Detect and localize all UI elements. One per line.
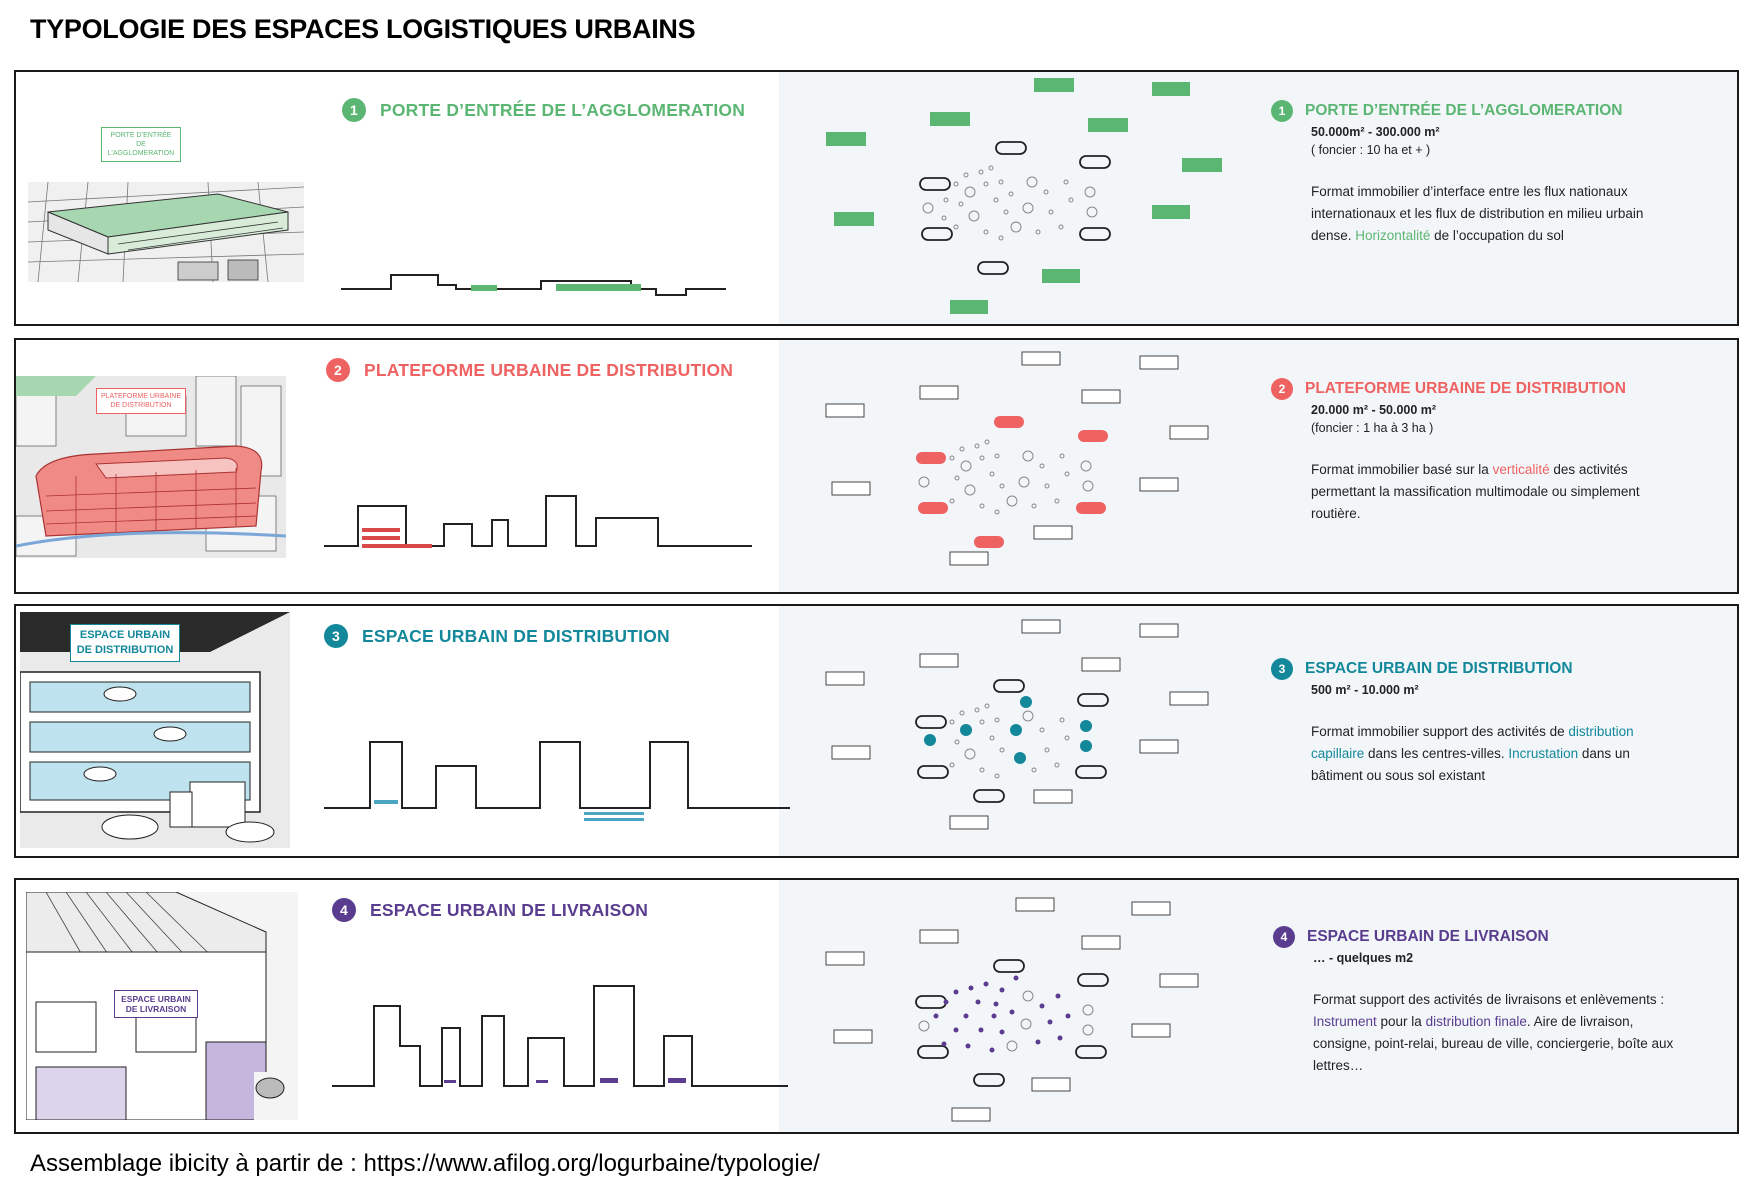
- heading-text: PORTE D’ENTRÉE DE L’AGGLOMERATION: [380, 99, 746, 120]
- typology-row-3: ESPACE URBAIN DE DISTRIBUTION 3 ESPACE U…: [14, 604, 1739, 858]
- network-pane: [779, 340, 1737, 592]
- network-pane: [779, 606, 1737, 856]
- number-badge: 2: [1271, 378, 1293, 400]
- info-title: ESPACE URBAIN DE DISTRIBUTION: [1305, 660, 1573, 677]
- skyline-profile: [341, 274, 726, 296]
- number-badge: 3: [324, 624, 348, 648]
- info-block: 2 PLATEFORME URBAINE DE DISTRIBUTION 20.…: [1271, 378, 1681, 525]
- land-range: ( foncier : 10 ha et + ): [1311, 143, 1431, 157]
- row-heading: 1 PORTE D’ENTRÉE DE L’AGGLOMERATION: [342, 98, 745, 122]
- row-heading: 4 ESPACE URBAIN DE LIVRAISON: [332, 898, 648, 922]
- number-badge: 1: [342, 98, 366, 122]
- network-diagram: [825, 897, 1199, 1122]
- row-heading: 2 PLATEFORME URBAINE DE DISTRIBUTION: [326, 358, 733, 382]
- number-badge: 1: [1271, 100, 1293, 122]
- illustration-storefront: [26, 892, 298, 1120]
- network-diagram: [825, 351, 1209, 566]
- heading-text: PLATEFORME URBAINE DE DISTRIBUTION: [364, 359, 734, 380]
- description: Format immobilier d’interface entre les …: [1311, 184, 1644, 243]
- row-heading: 3 ESPACE URBAIN DE DISTRIBUTION: [324, 624, 670, 648]
- skyline-profile: [324, 495, 752, 548]
- land-range: (foncier : 1 ha à 3 ha ): [1311, 421, 1434, 435]
- illustration-warehouse: [28, 182, 304, 282]
- satellite-nodes: [825, 897, 1199, 1122]
- illustration-label: ESPACE URBAIN DE LIVRAISON: [114, 990, 198, 1018]
- info-title: PLATEFORME URBAINE DE DISTRIBUTION: [1305, 380, 1626, 397]
- number-badge: 4: [1273, 926, 1295, 948]
- surface-range: 500 m² - 10.000 m²: [1311, 683, 1419, 697]
- satellite-nodes: [825, 351, 1209, 566]
- heading-text: ESPACE URBAIN DE DISTRIBUTION: [362, 625, 670, 646]
- surface-range: … - quelques m2: [1313, 951, 1414, 965]
- illustration-label: PLATEFORME URBAINE DE DISTRIBUTION: [96, 388, 186, 414]
- illustration-label: PORTE D’ENTRÉE DE L’AGGLOMERATION: [101, 127, 181, 162]
- satellite-nodes: [826, 78, 1222, 314]
- typology-row-4: ESPACE URBAIN DE LIVRAISON 4 ESPACE URBA…: [14, 878, 1739, 1134]
- info-block: 3 ESPACE URBAIN DE DISTRIBUTION 500 m² -…: [1271, 658, 1681, 787]
- description: Format immobilier basé sur la verticalit…: [1311, 462, 1640, 521]
- skyline-profile: [324, 741, 790, 821]
- source-caption: Assemblage ibicity à partir de : https:/…: [30, 1150, 820, 1177]
- info-title: ESPACE URBAIN DE LIVRAISON: [1307, 928, 1549, 945]
- surface-range: 20.000 m² - 50.000 m²: [1311, 403, 1437, 417]
- illustration-label: ESPACE URBAIN DE DISTRIBUTION: [70, 624, 180, 662]
- typology-row-1: PORTE D’ENTRÉE DE L’AGGLOMERATION 1 PORT…: [14, 70, 1739, 326]
- number-badge: 3: [1271, 658, 1293, 680]
- info-title: PORTE D’ENTRÉE DE L’AGGLOMERATION: [1305, 102, 1623, 119]
- typology-row-2: PLATEFORME URBAINE DE DISTRIBUTION 2 PLA…: [14, 338, 1739, 594]
- network-pane: [779, 880, 1737, 1132]
- network-diagram: [826, 78, 1222, 314]
- page-title: TYPOLOGIE DES ESPACES LOGISTIQUES URBAIN…: [30, 14, 696, 44]
- number-badge: 2: [326, 358, 350, 382]
- network-diagram: [825, 619, 1209, 830]
- skyline-profile: [332, 985, 788, 1087]
- info-block: 1 PORTE D’ENTRÉE DE L’AGGLOMERATION 50.0…: [1271, 100, 1681, 247]
- surface-range: 50.000m² - 300.000 m²: [1311, 125, 1440, 139]
- info-block: 4 ESPACE URBAIN DE LIVRAISON … - quelque…: [1273, 926, 1683, 1077]
- description: Format support des activités de livraiso…: [1313, 992, 1674, 1073]
- description: Format immobilier support des activités …: [1311, 724, 1634, 783]
- satellite-nodes: [825, 619, 1209, 830]
- number-badge: 4: [332, 898, 356, 922]
- heading-text: ESPACE URBAIN DE LIVRAISON: [370, 899, 649, 920]
